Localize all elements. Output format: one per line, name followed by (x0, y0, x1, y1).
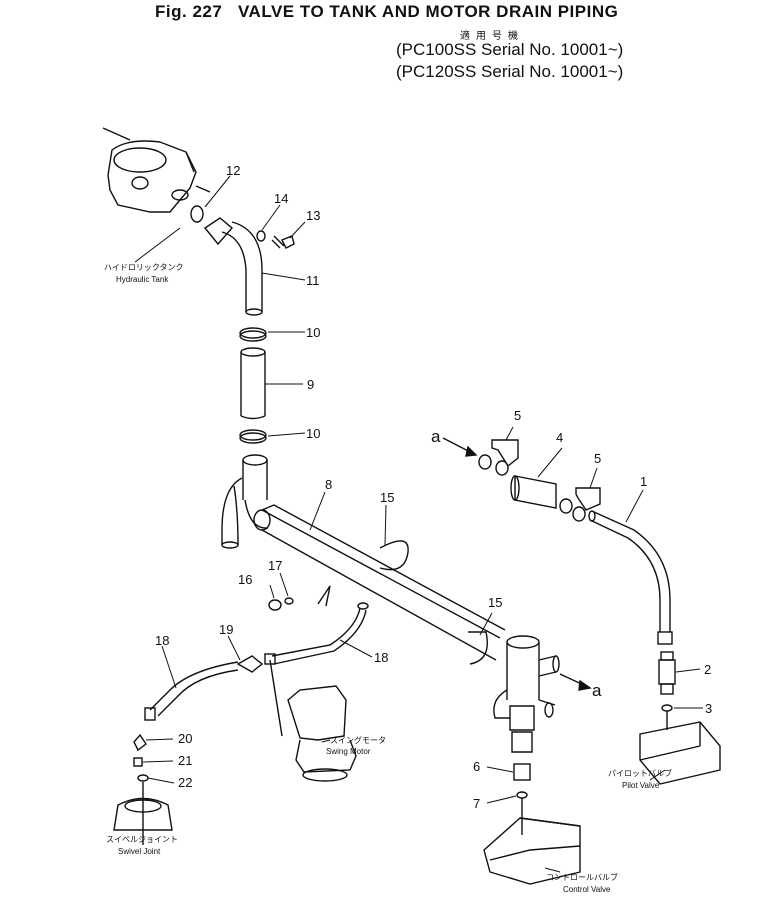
swing-motor-drawing (269, 659, 357, 782)
callout-18-left: 18 (155, 633, 169, 648)
clamps-5 (478, 439, 601, 522)
applicable-models-label: 適用号機 (460, 31, 524, 42)
hose-4 (510, 475, 557, 509)
control-valve-drawing (483, 798, 581, 885)
swivel-joint-drawing (113, 782, 173, 845)
callout-20: 20 (178, 731, 192, 746)
callout-15-upper: 15 (380, 490, 394, 505)
figure-number: Fig. 227 (155, 2, 223, 21)
hose-9 (240, 347, 266, 420)
callout-12: 12 (226, 163, 240, 178)
callout-5-left: 5 (514, 408, 521, 423)
pipe-1 (588, 510, 673, 645)
pilot-valve-en: Pilot Valve (622, 781, 660, 790)
washer-14 (256, 230, 266, 242)
swivel-joint-en: Swivel Joint (118, 847, 161, 856)
flow-label-left: a (431, 427, 441, 446)
hydraulic-tank-en: Hydraulic Tank (116, 275, 169, 284)
clamp-10-bottom (239, 429, 267, 441)
swivel-joint-jp: スイベルジョイント (106, 835, 178, 844)
main-pipe-8 (221, 454, 506, 661)
callout-10-top: 10 (306, 325, 320, 340)
nut-21 (133, 757, 143, 767)
elbow-pipe-11 (203, 217, 263, 316)
hydraulic-tank-jp: ハイドロリックタンク (104, 263, 184, 272)
callout-17: 17 (268, 558, 282, 573)
control-valve-en: Control Valve (563, 885, 611, 894)
callout-19: 19 (219, 622, 233, 637)
elbow-20 (133, 733, 147, 752)
hydraulic-tank-drawing (102, 127, 211, 213)
o-ring-7 (516, 791, 528, 799)
leader-lines (134, 175, 703, 873)
serial-line-2: (PC120SS Serial No. 10001~) (396, 62, 624, 81)
connector-2 (658, 651, 676, 695)
flow-label-right: a (592, 681, 602, 700)
washer-17 (284, 597, 294, 605)
pilot-valve-drawing (639, 711, 721, 785)
callout-8: 8 (325, 477, 332, 492)
callout-15-lower: 15 (488, 595, 502, 610)
callout-22: 22 (178, 775, 192, 790)
flow-arrow-left (442, 437, 478, 457)
callout-7: 7 (473, 796, 480, 811)
stud-bolt (317, 585, 331, 607)
swing-motor-en: Swing Motor (326, 747, 371, 756)
pilot-valve-jp: パイロットバルブ (608, 768, 672, 778)
o-ring-22 (137, 774, 149, 782)
serial-1-text: PC100SS Serial No. 10001~ (401, 40, 618, 59)
figure-heading: VALVE TO TANK AND MOTOR DRAIN PIPING (237, 2, 619, 21)
callout-2: 2 (704, 662, 711, 677)
flow-arrow-right (559, 673, 592, 691)
callout-11: 11 (306, 273, 320, 288)
hose-18-right (264, 602, 369, 665)
clip-15-upper (379, 540, 409, 571)
clamp-10-top (239, 327, 267, 339)
callout-9: 9 (307, 377, 314, 392)
clip-15-lower (468, 631, 488, 665)
figure-title: Fig. 227 VALVE TO TANK AND MOTOR DRAIN P… (155, 2, 618, 22)
o-ring-12 (190, 205, 204, 223)
callout-16: 16 (238, 572, 252, 587)
o-ring-3 (661, 704, 673, 712)
serial-line-1: (PC100SS Serial No. 10001~) (396, 40, 624, 59)
elbow-19 (236, 655, 264, 673)
callout-6: 6 (473, 759, 480, 774)
bolt-13 (271, 235, 295, 249)
nut-16 (268, 599, 282, 611)
callout-10-bottom: 10 (306, 426, 320, 441)
callout-3: 3 (705, 701, 712, 716)
callout-18-right: 18 (374, 650, 388, 665)
tee-fitting (493, 635, 560, 753)
callout-14: 14 (274, 191, 288, 206)
fitting-6 (513, 763, 531, 781)
callout-21: 21 (178, 753, 192, 768)
control-valve-jp: コントロールバルブ (546, 872, 618, 882)
callout-1: 1 (640, 474, 647, 489)
hose-18-left (144, 661, 239, 721)
callout-13: 13 (306, 208, 320, 223)
callout-5-right: 5 (594, 451, 601, 466)
swing-motor-jp: スイングモータ (330, 735, 386, 745)
callout-4: 4 (556, 430, 563, 445)
serial-2-text: PC120SS Serial No. 10001~ (401, 62, 618, 81)
